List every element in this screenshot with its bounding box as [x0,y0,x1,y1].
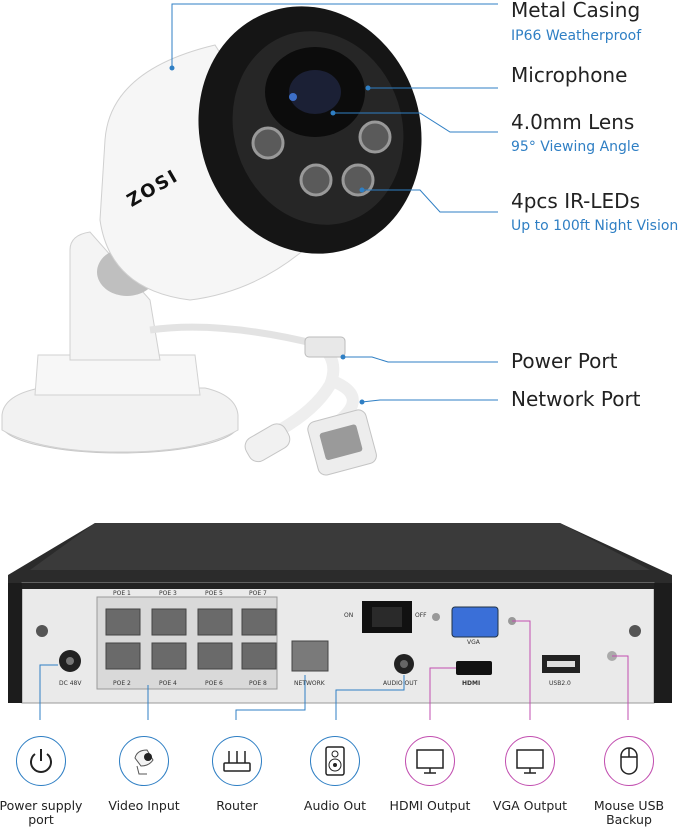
usb-label: USB2.0 [549,680,571,687]
feature-microphone-title: Microphone [511,63,628,87]
poe-6-label: POE 6 [205,680,223,687]
poe-4-label: POE 4 [159,680,177,687]
audio-out-circle [310,736,360,786]
network-label: NETWORK [294,680,325,687]
nvr-illustration [8,523,672,720]
feature-power-port-title: Power Port [511,349,618,373]
feature-ir-leds-title: 4pcs IR-LEDs [511,189,640,213]
camera-icon [134,749,154,775]
audio-out-caption: Audio Out [303,798,367,813]
hdmi-output-caption: HDMI Output [389,798,471,813]
video-input-caption: Video Input [108,798,180,813]
feature-lens-title: 4.0mm Lens [511,110,635,134]
feature-lens-subtitle: 95° Viewing Angle [511,139,640,155]
monitor-icon [516,749,544,774]
poe-5-label: POE 5 [205,590,223,597]
monitor-icon [416,749,444,774]
vga-label: VGA [467,639,480,646]
poe-7-label: POE 7 [249,590,267,597]
feature-metal-casing-title: Metal Casing [511,0,641,22]
power-supply-circle [16,736,66,786]
mouse-usb-circle [604,736,654,786]
poe-3-label: POE 3 [159,590,177,597]
speaker-icon [325,746,345,776]
feature-metal-casing-subtitle: IP66 Weatherproof [511,28,642,44]
camera-illustration [1,3,498,476]
off-label: OFF [415,612,427,619]
poe-2-label: POE 2 [113,680,131,687]
router-caption: Router [216,798,258,813]
mouse-icon [620,747,638,775]
hdmi-output-circle [405,736,455,786]
poe-1-label: POE 1 [113,590,131,597]
vga-output-circle [505,736,555,786]
feature-ir-leds-subtitle: Up to 100ft Night Vision [511,218,679,234]
power-icon [30,749,52,773]
video-input-circle [119,736,169,786]
dc-label: DC 48V [59,680,82,687]
vga-output-caption: VGA Output [492,798,568,813]
hdmi-label: HDMI [462,680,481,687]
router-icon [223,751,251,772]
mouse-usb-caption: Mouse USB Backup [593,798,665,827]
router-circle [212,736,262,786]
feature-network-port-title: Network Port [511,387,641,411]
audio-out-label: AUDIO OUT [383,680,418,687]
on-label: ON [344,612,354,619]
power-supply-caption: Power supply port [0,798,83,827]
poe-8-label: POE 8 [249,680,267,687]
